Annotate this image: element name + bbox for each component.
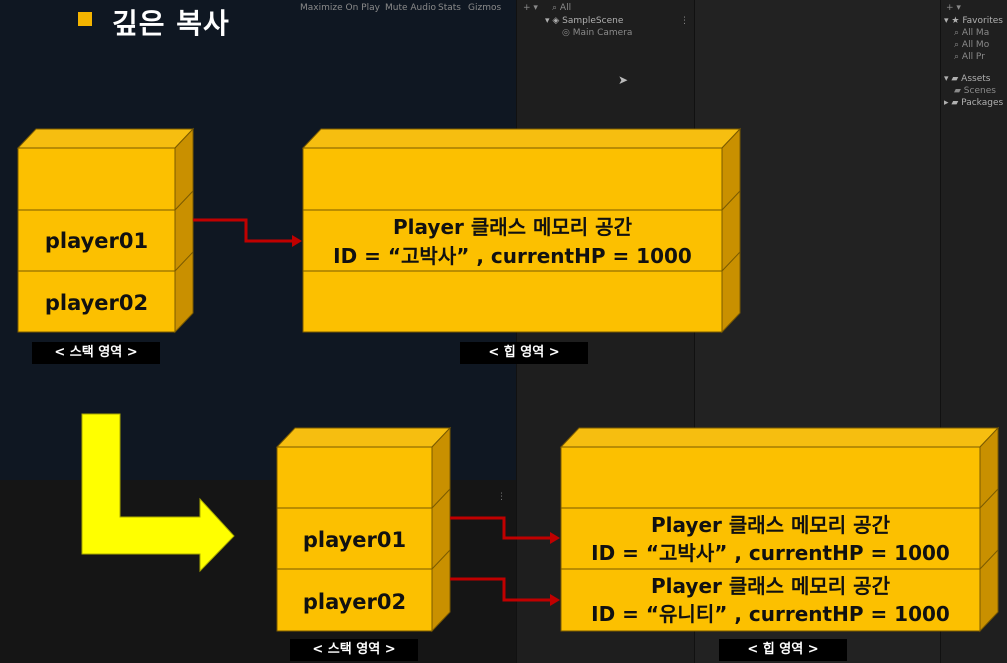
mute-audio-toggle[interactable]: Mute Audio <box>385 3 436 13</box>
bottom-stack-player02: player02 <box>302 590 407 614</box>
packages-folder[interactable]: ▸ ▰ Packages <box>944 98 1004 108</box>
stats-toggle[interactable]: Stats <box>438 3 461 13</box>
bottom-heap2-line1: Player 클래스 메모리 공간 <box>651 574 890 598</box>
mouse-cursor-icon: ➤ <box>618 73 629 87</box>
hierarchy-search[interactable]: ⌕ All <box>552 3 572 13</box>
favorites-item[interactable]: ⌕ All Pr <box>954 52 985 62</box>
panel-menu-icon[interactable]: ⋮ <box>497 492 506 502</box>
bottom-heap-caption: < 힙 영역 > <box>719 639 847 661</box>
create-plus-icon[interactable]: + ▾ <box>523 3 538 13</box>
top-stack-block <box>16 127 195 334</box>
scene-item[interactable]: ▾ ◈ SampleScene <box>545 16 624 26</box>
transition-arrow-icon <box>81 413 235 573</box>
top-stack-player01: player01 <box>44 229 149 253</box>
top-heap-block <box>301 127 742 334</box>
top-heap-line1: Player 클래스 메모리 공간 <box>393 215 632 239</box>
title-bullet-icon <box>78 12 92 26</box>
slide-title: 깊은 복사 <box>112 7 230 40</box>
bottom-reference-arrow-1 <box>450 516 560 544</box>
top-heap-line2: ID = “고박사” , currentHP = 1000 <box>333 244 692 268</box>
project-create-icon[interactable]: + ▾ <box>946 3 961 13</box>
scenes-folder[interactable]: ▰ Scenes <box>954 86 996 96</box>
main-camera-item[interactable]: ◎ Main Camera <box>562 28 633 38</box>
favorites-item[interactable]: ⌕ All Mo <box>954 40 990 50</box>
top-reference-arrow <box>193 218 302 247</box>
top-stack-player02: player02 <box>44 291 149 315</box>
bottom-stack-block <box>275 426 452 633</box>
bottom-reference-arrow-2 <box>450 577 560 606</box>
bottom-heap1-line2: ID = “고박사” , currentHP = 1000 <box>591 541 950 565</box>
maximize-on-play-toggle[interactable]: Maximize On Play <box>300 3 380 13</box>
bottom-heap2-line2: ID = “유니티” , currentHP = 1000 <box>591 602 950 626</box>
favorites-section[interactable]: ▾ ★ Favorites <box>944 16 1003 26</box>
bottom-heap-block <box>559 426 1000 633</box>
assets-folder[interactable]: ▾ ▰ Assets <box>944 74 991 84</box>
top-heap-caption: < 힙 영역 > <box>460 342 588 364</box>
gizmos-dropdown[interactable]: Gizmos <box>468 3 502 13</box>
scene-menu-icon[interactable]: ⋮ <box>680 16 689 26</box>
bottom-heap1-line1: Player 클래스 메모리 공간 <box>651 513 890 537</box>
favorites-item[interactable]: ⌕ All Ma <box>954 28 990 38</box>
bottom-stack-player01: player01 <box>302 528 407 552</box>
top-stack-caption: < 스택 영역 > <box>32 342 160 364</box>
bottom-stack-caption: < 스택 영역 > <box>290 639 418 661</box>
